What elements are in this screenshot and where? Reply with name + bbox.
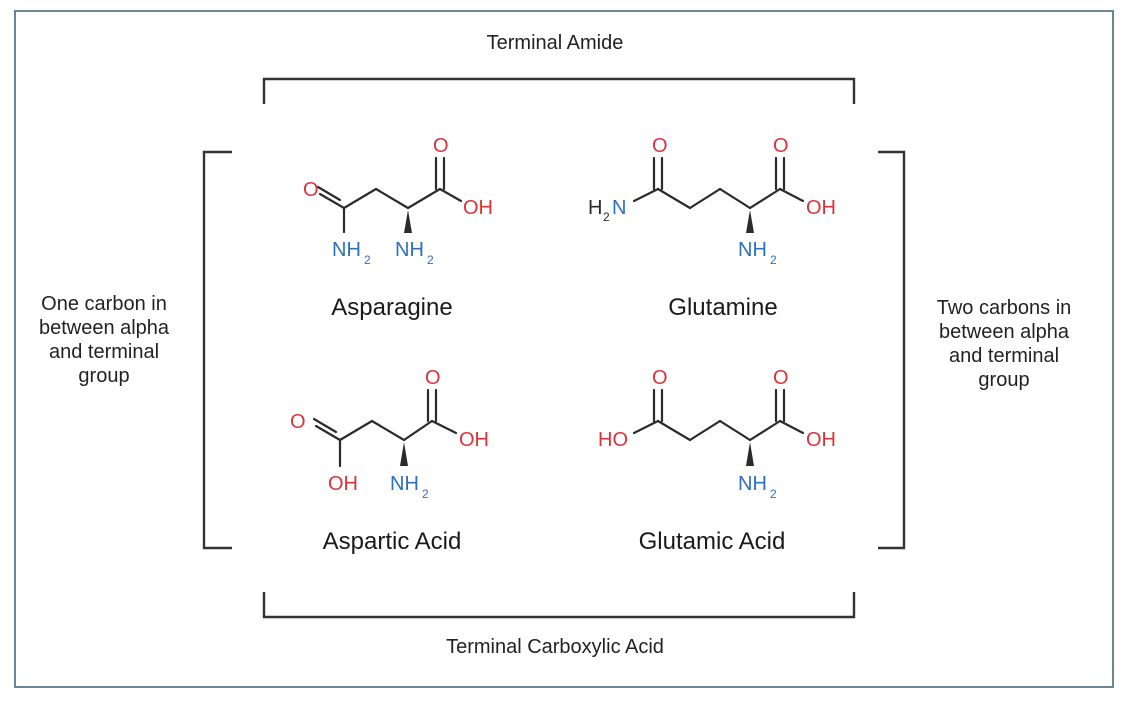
left-bracket [202,150,232,550]
molecule-name-asparagine: Asparagine [331,294,453,321]
hydrogen-atom: H [588,197,602,219]
oxygen-atom: O [425,367,441,389]
subscript: 2 [770,487,777,501]
molecule-name-glutamine: Glutamine [668,294,778,321]
bottom-bracket [262,592,856,619]
right-label: Two carbons in between alpha and termina… [937,296,1072,392]
hydroxyl-group: HO [598,429,628,451]
right-label-line: and terminal [948,345,1060,367]
asparagine-structure: O O OH NH 2 NH 2 [303,135,493,267]
molecule-name-aspartic-acid: Aspartic Acid [322,528,462,555]
glutamic-acid-structure: O O OH HO NH 2 [598,367,836,501]
hydroxyl-group: OH [459,429,489,451]
left-label-line: group [78,365,130,387]
subscript: 2 [427,253,434,267]
hydroxyl-group: OH [463,197,493,219]
nitrogen-atom: N [612,197,626,219]
subscript: 2 [364,253,371,267]
subscript: 2 [422,487,429,501]
right-label-line: between alpha [938,321,1070,343]
left-label-line: between alpha [38,317,170,339]
amine-group: NH [395,239,424,261]
hydroxyl-group: OH [806,429,836,451]
amine-group: NH [738,473,767,495]
amine-group: NH [738,239,767,261]
left-label-line: and terminal [48,341,160,363]
diagram-frame [14,10,1114,688]
top-bracket [262,77,856,104]
hydroxyl-group: OH [328,473,358,495]
subscript: 2 [770,253,777,267]
hydroxyl-group: OH [806,197,836,219]
oxygen-atom: O [652,135,668,157]
oxygen-atom: O [303,179,319,201]
oxygen-atom: O [290,411,306,433]
oxygen-atom: O [773,367,789,389]
left-label: One carbon in between alpha and terminal… [39,292,169,388]
amine-group: NH [390,473,419,495]
top-label: Terminal Amide [486,32,624,54]
oxygen-atom: O [433,135,449,157]
right-label-line: Two carbons in [936,297,1072,319]
bottom-label: Terminal Carboxylic Acid [446,636,664,658]
left-label-line: One carbon in [41,293,167,315]
subscript: 2 [603,210,610,224]
amine-group: NH [332,239,361,261]
right-label-line: group [978,369,1030,391]
oxygen-atom: O [652,367,668,389]
right-bracket [878,150,906,550]
glutamine-structure: O O OH H 2 N NH 2 [588,135,836,267]
molecule-name-glutamic-acid: Glutamic Acid [638,528,786,555]
oxygen-atom: O [773,135,789,157]
aspartic-acid-structure: O O OH OH NH 2 [290,367,489,501]
